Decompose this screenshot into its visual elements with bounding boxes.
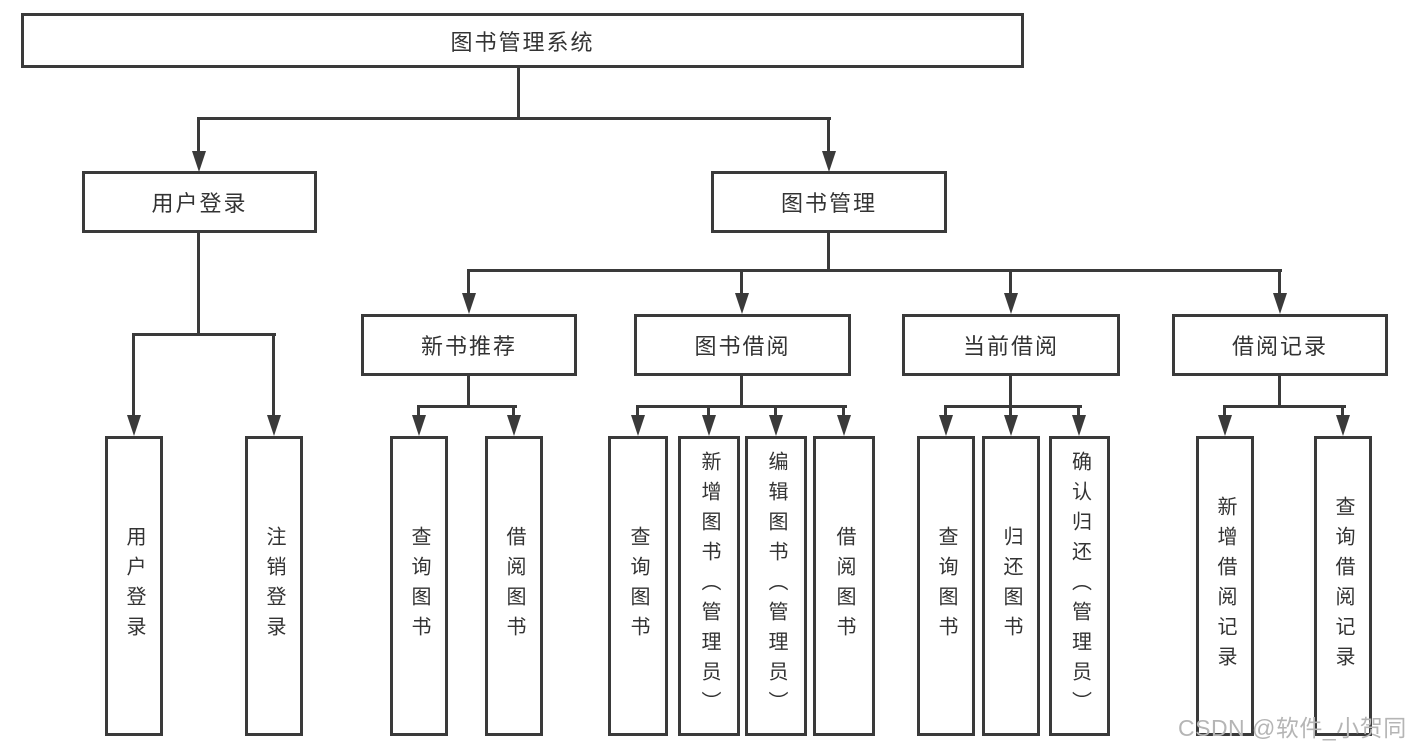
arrow-down-icon — [1273, 293, 1287, 314]
node-library-system: 图书管理系统 — [21, 13, 1024, 68]
arrow-down-icon — [1218, 415, 1232, 436]
connector-line — [132, 333, 135, 421]
connector-line — [467, 269, 1282, 272]
arrow-down-icon — [735, 293, 749, 314]
connector-line — [1009, 269, 1012, 300]
leaf-label: 编辑图书（管理员） — [765, 451, 787, 721]
connector-line — [1278, 269, 1281, 300]
connector-line — [740, 269, 743, 300]
leaf-label: 新增图书（管理员） — [698, 451, 720, 721]
leaf-user-login: 用户登录 — [105, 436, 163, 736]
node-new-book-recommend: 新书推荐 — [361, 314, 577, 376]
node-user-login: 用户登录 — [82, 171, 317, 233]
connector-line — [417, 405, 517, 408]
connector-line — [1341, 405, 1344, 421]
leaf-label: 归还图书 — [1000, 526, 1022, 646]
connector-line — [517, 66, 520, 120]
connector-line — [1278, 374, 1281, 408]
connector-line — [132, 333, 276, 336]
connector-line — [197, 117, 831, 120]
connector-line — [944, 405, 1082, 408]
leaf-confirm-return-admin: 确认归还（管理员） — [1049, 436, 1110, 736]
connector-line — [842, 405, 845, 421]
connector-line — [827, 231, 830, 272]
connector-line — [636, 405, 847, 408]
connector-line — [467, 269, 470, 300]
leaf-logout: 注销登录 — [245, 436, 303, 736]
node-label: 图书管理 — [780, 191, 877, 216]
arrow-down-icon — [939, 415, 953, 436]
leaf-add-borrow-record: 新增借阅记录 — [1196, 436, 1254, 736]
leaf-label: 查询图书 — [408, 526, 430, 646]
leaf-add-book-admin: 新增图书（管理员） — [678, 436, 740, 736]
node-label: 新书推荐 — [420, 334, 517, 359]
leaf-query-books-borrowing: 查询图书 — [608, 436, 668, 736]
arrow-down-icon — [192, 151, 206, 172]
connector-line — [197, 117, 200, 156]
leaf-label: 查询图书 — [627, 526, 649, 646]
leaf-label: 查询借阅记录 — [1332, 496, 1354, 676]
connector-line — [827, 117, 830, 156]
node-book-borrowing: 图书借阅 — [634, 314, 851, 376]
csdn-watermark: CSDN @软件_小贺同学 — [1178, 715, 1405, 741]
arrow-down-icon — [127, 415, 141, 436]
arrow-down-icon — [412, 415, 426, 436]
connector-line — [467, 374, 470, 408]
node-label: 图书管理系统 — [450, 29, 595, 55]
leaf-query-borrow-record: 查询借阅记录 — [1314, 436, 1372, 736]
arrow-down-icon — [507, 415, 521, 436]
connector-line — [774, 405, 777, 421]
leaf-label: 查询图书 — [935, 526, 957, 646]
node-label: 当前借阅 — [962, 334, 1059, 359]
node-label: 用户登录 — [151, 191, 248, 216]
connector-line — [636, 405, 639, 421]
node-borrowing-records: 借阅记录 — [1172, 314, 1388, 376]
connector-line — [272, 333, 275, 421]
leaf-label: 确认归还（管理员） — [1068, 451, 1091, 721]
leaf-return-books: 归还图书 — [982, 436, 1040, 736]
arrow-down-icon — [267, 415, 281, 436]
leaf-edit-book-admin: 编辑图书（管理员） — [745, 436, 807, 736]
connector-line — [512, 405, 515, 421]
leaf-label: 新增借阅记录 — [1214, 496, 1236, 676]
leaf-label: 用户登录 — [123, 526, 145, 646]
arrow-down-icon — [702, 415, 716, 436]
connector-line — [944, 405, 947, 421]
arrow-down-icon — [1072, 415, 1086, 436]
connector-line — [417, 405, 420, 421]
arrow-down-icon — [769, 415, 783, 436]
leaf-borrow-books: 借阅图书 — [813, 436, 875, 736]
connector-line — [197, 231, 200, 336]
arrow-down-icon — [462, 293, 476, 314]
arrow-down-icon — [822, 151, 836, 172]
arrow-down-icon — [1004, 415, 1018, 436]
connector-line — [1077, 405, 1080, 421]
leaf-label: 借阅图书 — [503, 526, 525, 646]
node-label: 图书借阅 — [694, 334, 791, 359]
leaf-query-books-current: 查询图书 — [917, 436, 975, 736]
node-label: 借阅记录 — [1231, 334, 1328, 359]
arrow-down-icon — [1004, 293, 1018, 314]
node-current-borrowing: 当前借阅 — [902, 314, 1120, 376]
connector-line — [1009, 405, 1012, 421]
node-book-management: 图书管理 — [711, 171, 947, 233]
arrow-down-icon — [1336, 415, 1350, 436]
arrow-down-icon — [837, 415, 851, 436]
connector-line — [1009, 374, 1012, 408]
connector-line — [707, 405, 710, 421]
leaf-label: 注销登录 — [263, 526, 285, 646]
arrow-down-icon — [631, 415, 645, 436]
leaf-query-books-recommend: 查询图书 — [390, 436, 448, 736]
leaf-label: 借阅图书 — [833, 526, 855, 646]
connector-line — [1223, 405, 1346, 408]
connector-line — [1223, 405, 1226, 421]
connector-line — [740, 374, 743, 408]
leaf-borrow-books-recommend: 借阅图书 — [485, 436, 543, 736]
